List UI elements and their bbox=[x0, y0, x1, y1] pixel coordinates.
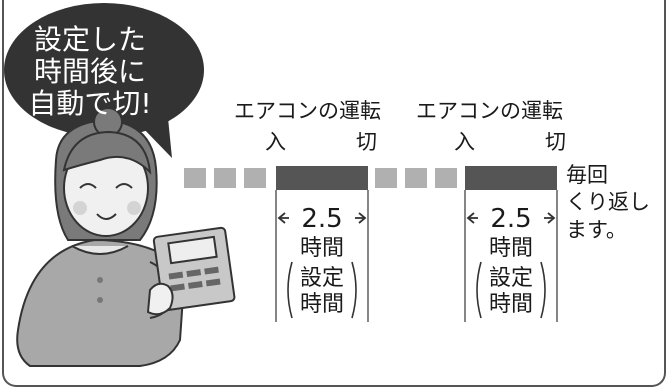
duration-unit-2: 時間 bbox=[488, 236, 533, 261]
on-bar-1 bbox=[276, 166, 368, 190]
duration-unit-1: 時間 bbox=[299, 236, 344, 261]
setting-line1-2: 設定 bbox=[488, 266, 533, 291]
woman-icon bbox=[16, 107, 187, 367]
off-blocks-2 bbox=[375, 168, 457, 188]
on-bar-2 bbox=[465, 166, 557, 190]
guide-lines bbox=[275, 190, 558, 322]
bubble-line-1: 設定した bbox=[33, 23, 146, 56]
operation-label-2: エアコンの運転 bbox=[416, 99, 563, 123]
off-blocks-1 bbox=[184, 168, 266, 188]
off-label-1: 切 bbox=[356, 130, 377, 154]
setting-brackets bbox=[287, 261, 546, 319]
setting-line1-1: 設定 bbox=[299, 266, 344, 291]
duration-value-2: 2.5 bbox=[490, 204, 532, 234]
on-label-2: 入 bbox=[454, 130, 475, 154]
remote-control-icon bbox=[146, 226, 236, 316]
setting-line2-1: 時間 bbox=[299, 292, 344, 317]
repeat-line-1: 毎回 bbox=[566, 163, 608, 187]
repeat-line-2: くり返し bbox=[566, 190, 650, 214]
setting-line2-2: 時間 bbox=[488, 292, 533, 317]
bubble-line-3: 自動で切! bbox=[28, 87, 152, 120]
duration-arrow-2 bbox=[466, 212, 556, 224]
off-label-2: 切 bbox=[545, 130, 566, 154]
duration-value-1: 2.5 bbox=[301, 204, 343, 234]
on-label-1: 入 bbox=[265, 130, 286, 154]
bubble-line-2: 時間後に bbox=[33, 55, 146, 88]
repeat-line-3: ます。 bbox=[566, 218, 627, 242]
duration-arrow-1 bbox=[277, 212, 367, 224]
operation-label-1: エアコンの運転 bbox=[234, 99, 381, 123]
speech-bubble bbox=[4, 3, 204, 158]
